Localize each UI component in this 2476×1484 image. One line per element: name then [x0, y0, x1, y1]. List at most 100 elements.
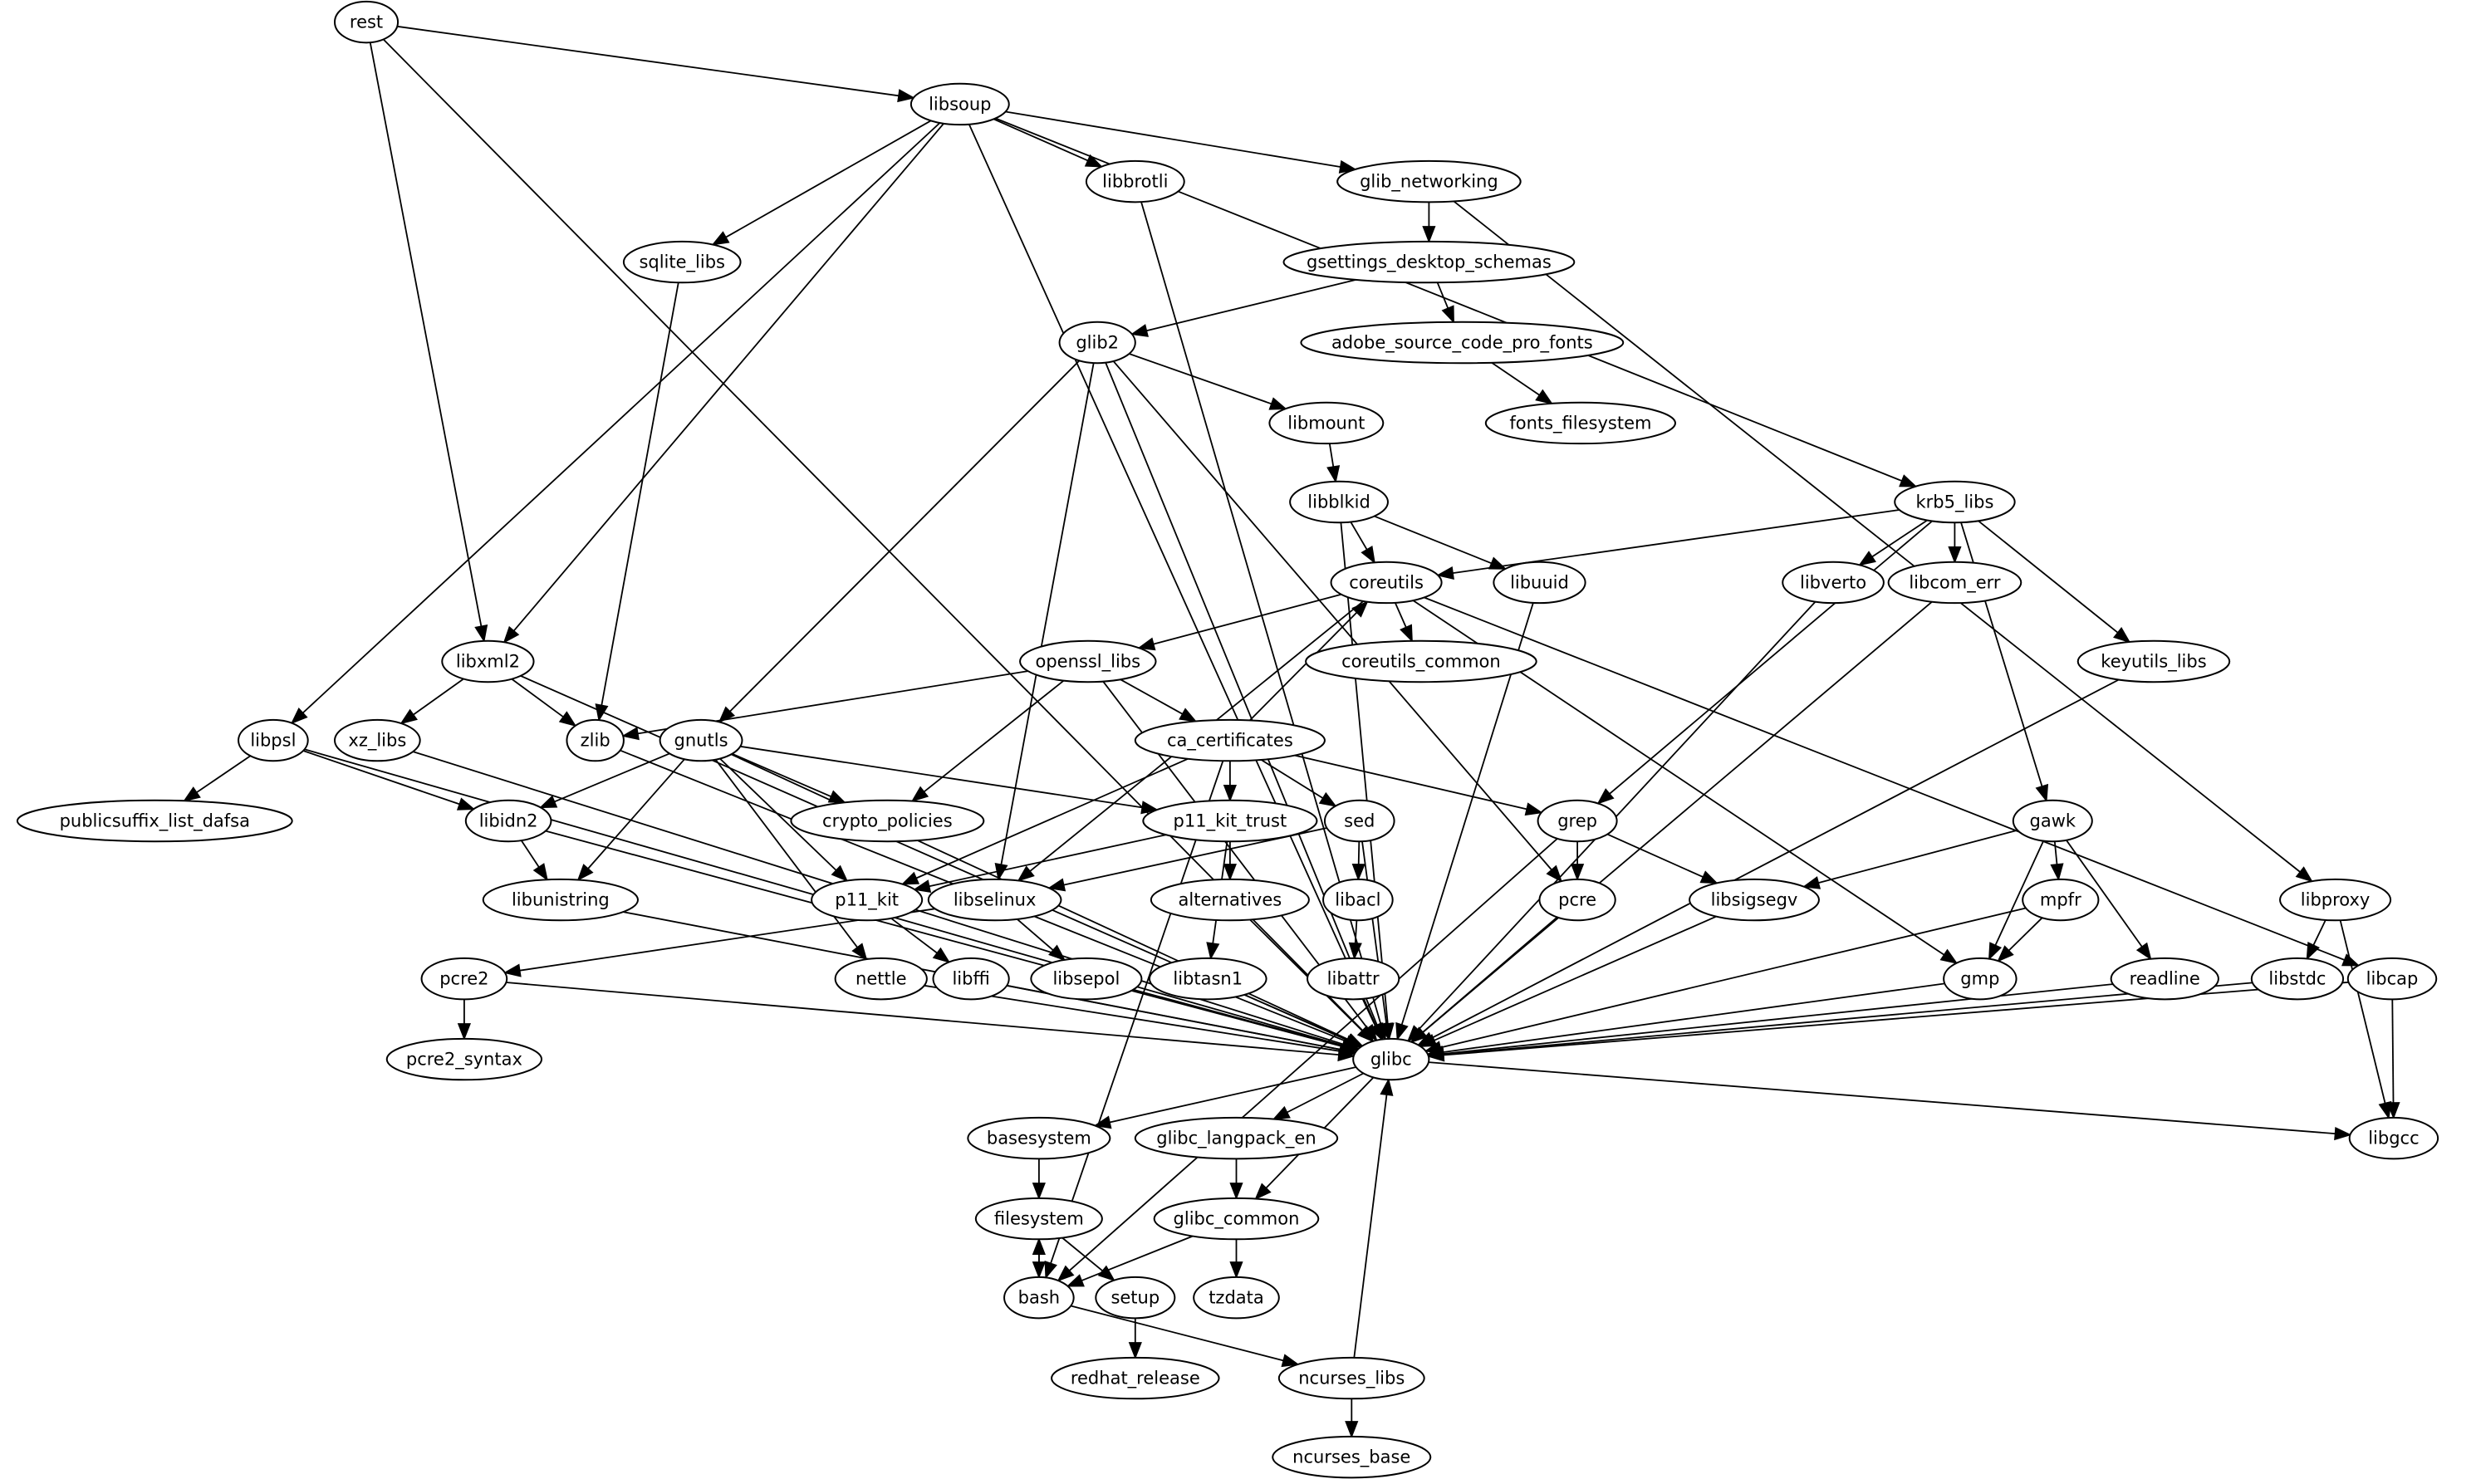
node-setup[interactable]: setup: [1095, 1276, 1176, 1320]
node-tzdata[interactable]: tzdata: [1193, 1276, 1280, 1320]
arrowhead-icon: [827, 790, 846, 804]
node-ellipse: [2110, 957, 2219, 1001]
edge-gnutls-to-nettle: [714, 759, 868, 961]
node-filesystem[interactable]: filesystem: [974, 1197, 1103, 1241]
node-fonts_filesystem[interactable]: fonts_filesystem: [1484, 401, 1676, 445]
node-ellipse: [1330, 561, 1443, 605]
edge-line: [506, 982, 1339, 1055]
arrowhead-icon: [910, 786, 929, 802]
node-libxml2[interactable]: libxml2: [441, 639, 535, 683]
node-glibc_common[interactable]: glibc_common: [1153, 1197, 1320, 1241]
node-mpfr[interactable]: mpfr: [2022, 878, 2100, 922]
node-libsoup[interactable]: libsoup: [910, 82, 1010, 126]
node-gmp[interactable]: gmp: [1943, 957, 2018, 1001]
node-libmount[interactable]: libmount: [1268, 401, 1385, 445]
node-libuuid[interactable]: libuuid: [1493, 561, 1586, 605]
node-nettle[interactable]: nettle: [834, 957, 928, 1001]
node-libbrotli[interactable]: libbrotli: [1085, 159, 1185, 203]
edge-coreutils-to-coreutils_common: [1394, 602, 1413, 643]
node-glib_networking[interactable]: glib_networking: [1336, 159, 1522, 203]
node-basesystem[interactable]: basesystem: [967, 1116, 1111, 1160]
edge-line: [1374, 515, 1493, 565]
node-gsettings_desktop_schemas[interactable]: gsettings_desktop_schemas: [1282, 240, 1576, 284]
node-label: gnutls: [674, 731, 728, 751]
node-pcre2[interactable]: pcre2: [420, 957, 508, 1001]
edge-gsettings_desktop_schemas-to-glib2: [1130, 279, 1356, 337]
edge-glib_networking-to-gsettings_desktop_schemas: [1422, 202, 1436, 243]
node-crypto_policies[interactable]: crypto_policies: [790, 799, 985, 843]
edge-line: [520, 840, 540, 868]
node-bash[interactable]: bash: [1003, 1276, 1075, 1320]
node-p11_kit_trust[interactable]: p11_kit_trust: [1142, 799, 1318, 843]
edge-mpfr-to-glibc: [1424, 907, 2027, 1055]
arrowhead-icon: [2306, 942, 2320, 961]
node-ncurses_libs[interactable]: ncurses_libs: [1277, 1356, 1425, 1400]
node-ellipse: [1484, 401, 1676, 445]
node-libsepol[interactable]: libsepol: [1030, 957, 1143, 1001]
node-libtasn1[interactable]: libtasn1: [1148, 957, 1267, 1001]
edge-libblkid-to-coreutils: [1350, 522, 1375, 565]
node-libproxy[interactable]: libproxy: [2279, 878, 2392, 922]
node-openssl_libs[interactable]: openssl_libs: [1019, 639, 1157, 683]
node-libunistring[interactable]: libunistring: [482, 878, 640, 922]
node-ellipse: [1305, 639, 1537, 683]
edge-glibc-to-basesystem: [1093, 1066, 1356, 1129]
node-ellipse: [238, 718, 309, 762]
edge-libsoup-to-libpsl: [290, 122, 941, 725]
node-libselinux[interactable]: libselinux: [927, 878, 1062, 922]
arrowhead-icon: [1356, 1025, 1375, 1043]
node-libpsl[interactable]: libpsl: [238, 718, 309, 762]
node-libcom_err[interactable]: libcom_err: [1887, 561, 2022, 605]
node-ellipse: [16, 799, 293, 843]
node-readline[interactable]: readline: [2110, 957, 2219, 1001]
node-coreutils_common[interactable]: coreutils_common: [1305, 639, 1537, 683]
node-zlib[interactable]: zlib: [566, 718, 625, 762]
edge-line: [923, 679, 1065, 793]
node-coreutils[interactable]: coreutils: [1330, 561, 1443, 605]
node-libsigsegv[interactable]: libsigsegv: [1689, 878, 1820, 922]
node-libacl[interactable]: libacl: [1322, 878, 1394, 922]
node-libcap[interactable]: libcap: [2346, 957, 2438, 1001]
edge-glibc_common-to-bash: [1066, 1235, 1194, 1287]
node-xz_libs[interactable]: xz_libs: [334, 718, 421, 762]
edge-ca_certificates-to-p11_kit_trust: [1223, 761, 1237, 802]
node-libattr[interactable]: libattr: [1307, 957, 1400, 1001]
node-publicsuffix_list_dafsa[interactable]: publicsuffix_list_dafsa: [16, 799, 293, 843]
node-libstdc[interactable]: libstdc: [2250, 957, 2345, 1001]
node-grep[interactable]: grep: [1537, 799, 1618, 843]
node-sed[interactable]: sed: [1323, 799, 1395, 843]
edge-line: [929, 834, 1167, 888]
edge-gawk-to-readline: [2066, 840, 2152, 961]
node-pcre2_syntax[interactable]: pcre2_syntax: [385, 1037, 543, 1081]
node-ellipse: [1336, 159, 1522, 203]
node-glibc_langpack_en[interactable]: glibc_langpack_en: [1134, 1116, 1339, 1160]
node-ncurses_base[interactable]: ncurses_base: [1272, 1435, 1432, 1479]
edge-line: [1260, 759, 1324, 799]
node-libidn2[interactable]: libidn2: [464, 799, 552, 843]
node-libverto[interactable]: libverto: [1782, 561, 1885, 605]
node-gnutls[interactable]: gnutls: [659, 718, 743, 762]
node-redhat_release[interactable]: redhat_release: [1051, 1356, 1220, 1400]
node-sqlite_libs[interactable]: sqlite_libs: [622, 240, 742, 284]
node-krb5_libs[interactable]: krb5_libs: [1894, 480, 2016, 524]
node-libblkid[interactable]: libblkid: [1289, 480, 1389, 524]
node-glib2[interactable]: glib2: [1058, 321, 1136, 365]
node-p11_kit[interactable]: p11_kit: [811, 878, 924, 922]
node-libffi[interactable]: libffi: [932, 957, 1010, 1001]
node-ca_certificates[interactable]: ca_certificates: [1134, 718, 1326, 762]
edge-line: [369, 42, 483, 627]
node-alternatives[interactable]: alternatives: [1150, 878, 1310, 922]
arrowhead-icon: [1130, 324, 1149, 337]
node-glibc[interactable]: glibc: [1352, 1037, 1430, 1081]
node-rest[interactable]: rest: [334, 0, 400, 44]
arrowhead-icon: [2135, 942, 2152, 961]
node-keyutils_libs[interactable]: keyutils_libs: [2076, 639, 2231, 683]
node-adobe_source_code_pro_fonts[interactable]: adobe_source_code_pro_fonts: [1300, 321, 1625, 365]
edge-libcap-to-libgcc: [2386, 999, 2400, 1119]
node-gawk[interactable]: gawk: [2012, 799, 2093, 843]
node-libgcc[interactable]: libgcc: [2348, 1116, 2439, 1160]
edge-line: [1818, 829, 2018, 884]
node-pcre[interactable]: pcre: [1538, 878, 1616, 922]
node-ellipse: [1085, 159, 1185, 203]
edge-line: [915, 757, 1189, 879]
